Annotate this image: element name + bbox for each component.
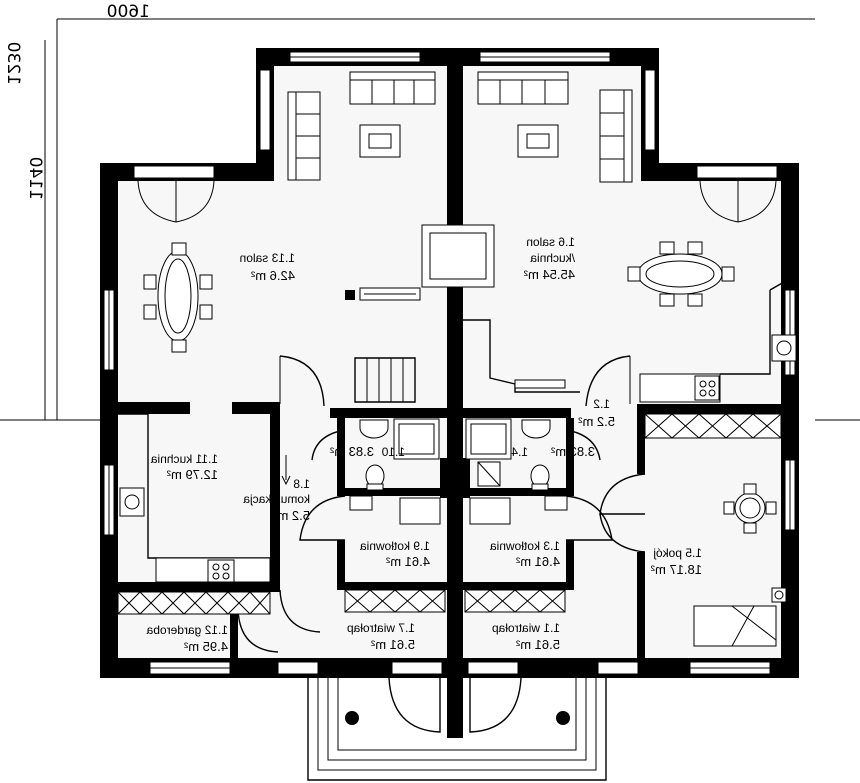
room-area-111: 12.79 m² <box>166 467 218 482</box>
furniture-left-salon <box>143 71 436 403</box>
room-label-14: 1.4 <box>511 445 528 459</box>
dimension-width-top: 1600 <box>107 2 150 22</box>
furniture-right-salon <box>421 71 799 403</box>
room-label-13: 1.3 kotłownia <box>490 539 560 553</box>
room-label-16-sub: /kuchnia <box>530 251 575 265</box>
wardrobes <box>117 413 782 615</box>
room-area-110: 3.83 m² <box>329 444 374 459</box>
room-area-19: 4.61 m² <box>385 554 430 569</box>
dimension-height-outer: 1230 <box>3 42 23 85</box>
room-label-111: 1.11 kuchnia <box>151 452 218 466</box>
room-label-110: 1.10 <box>381 445 405 459</box>
room-area-15: 18.17 m² <box>650 562 702 577</box>
room-area-112: 4.95 m² <box>183 639 228 654</box>
direction-arrow <box>281 455 291 486</box>
room-labels: 1.13 salon 42.6 m² 1.6 salon /kuchnia 45… <box>146 235 702 654</box>
room-area-12: 5.2 m² <box>577 414 615 429</box>
dimension-lines <box>0 18 860 421</box>
furniture-room-15 <box>693 483 787 647</box>
room-label-18: 1.8 <box>293 477 310 491</box>
entrance-porch <box>307 678 607 781</box>
room-area-14: 3.83 m² <box>550 444 595 459</box>
room-label-19: 1.9 kotłownia <box>360 539 430 553</box>
room-label-12: 1.2 <box>593 397 610 411</box>
room-label-18-sub: komunikacja <box>243 492 310 506</box>
door-swings <box>237 355 646 733</box>
terrace-doors <box>133 165 778 223</box>
room-area-113: 42.6 m² <box>250 268 295 283</box>
room-area-11: 5.61 m² <box>515 637 560 652</box>
bathroom-fixtures <box>349 418 568 525</box>
interior-walls <box>100 258 799 662</box>
room-label-17: 1.7 wiatrołap <box>347 621 415 635</box>
room-label-16: 1.6 salon <box>526 235 575 249</box>
room-area-17: 5.61 m² <box>370 637 415 652</box>
room-area-13: 4.61 m² <box>515 554 560 569</box>
room-label-11: 1.1 wiatrołap <box>492 621 560 635</box>
dimension-height-inner: 1140 <box>25 157 45 200</box>
room-label-112: 1.12 garderoba <box>146 623 228 637</box>
room-label-113: 1.13 salon <box>240 251 295 265</box>
windows <box>103 51 796 675</box>
furniture-kitchen-left <box>118 413 271 583</box>
room-area-16: 45.54 m² <box>523 267 575 282</box>
room-label-15: 1.5 pokój <box>653 546 702 560</box>
room-area-18: 5.2 m² <box>272 508 310 523</box>
